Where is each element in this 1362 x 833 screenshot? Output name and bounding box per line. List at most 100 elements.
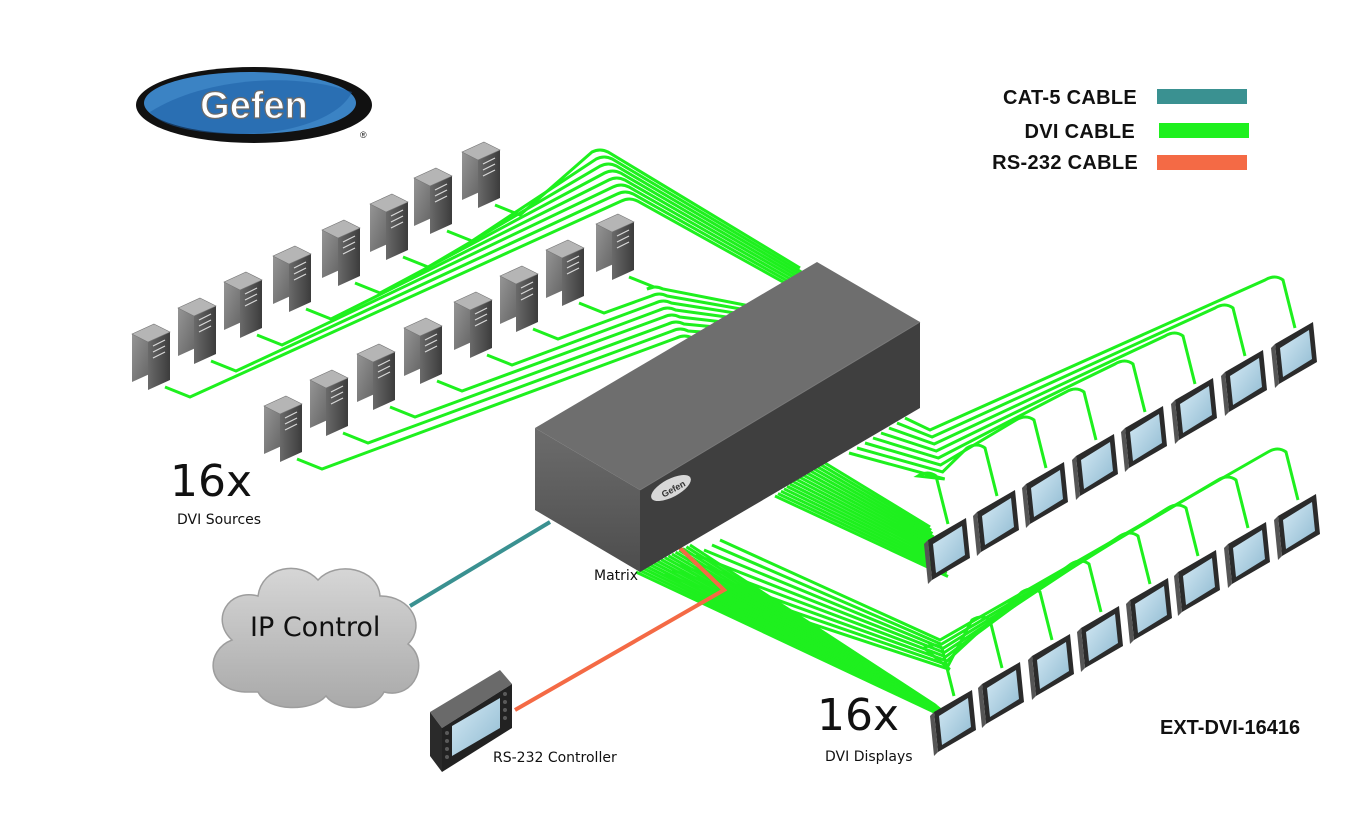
matrix-top <box>535 262 920 490</box>
dvi-cable <box>807 468 936 542</box>
dvi-cable <box>789 482 943 562</box>
dvi-cable <box>810 465 935 539</box>
dvi-cable <box>783 487 946 568</box>
dvi-cable <box>446 155 804 275</box>
dvi-display-monitor <box>1274 494 1320 560</box>
dvi-cable <box>342 327 777 445</box>
cat5-cable <box>408 520 552 608</box>
rs232-cable <box>514 546 728 712</box>
dvi-cable <box>864 415 1048 469</box>
dvi-cable <box>532 299 766 341</box>
matrix-front <box>535 428 640 572</box>
dvi-cable <box>719 447 1300 642</box>
dvi-cable <box>904 275 1297 432</box>
ip-control-label: IP Control <box>250 612 381 643</box>
matrix-side <box>640 322 920 572</box>
dvi-cable <box>628 275 761 310</box>
dvi-display-monitor <box>1072 434 1118 500</box>
dvi-display-monitor <box>1271 322 1317 388</box>
dvi-source-computer <box>321 219 361 286</box>
dvi-cable <box>780 489 947 572</box>
dvi-display-monitor <box>973 490 1019 556</box>
dvi-cable <box>848 451 950 525</box>
dvi-cable <box>687 558 1103 659</box>
dvi-source-computer <box>413 167 453 234</box>
sources-label: DVI Sources <box>177 512 262 528</box>
dvi-display-monitor <box>1077 606 1123 672</box>
dvi-cable <box>813 463 934 535</box>
dvi-cable <box>816 461 932 532</box>
dvi-display-monitor <box>1171 378 1217 444</box>
dvi-display-monitor <box>1224 522 1270 588</box>
dvi-cable <box>305 176 812 321</box>
matrix-switch[interactable]: Gefen <box>535 262 921 572</box>
dvi-source-computer <box>453 291 493 358</box>
dvi-cable <box>354 169 810 295</box>
dvi-source-computer <box>403 317 443 384</box>
dvi-cable <box>801 473 938 549</box>
dvi-cable <box>402 162 807 280</box>
dvi-display-cables <box>635 275 1300 725</box>
dvi-cable <box>436 313 772 393</box>
dvi-cable <box>795 477 941 555</box>
dvi-display-monitor <box>930 690 976 756</box>
registered-mark: ® <box>360 130 367 140</box>
displays-count: 16x <box>817 690 900 741</box>
dvi-cable <box>872 387 1098 460</box>
dvi-display-monitor <box>924 518 970 584</box>
dvi-cable <box>774 494 949 578</box>
dvi-cable <box>798 475 940 552</box>
dvi-source-computer <box>545 239 585 306</box>
dvi-cable <box>679 563 1054 663</box>
dvi-source-computer <box>131 323 171 390</box>
dvi-source-cables <box>164 148 821 471</box>
gefen-logo-text: Gefen <box>200 85 308 127</box>
dvi-source-computer <box>263 395 303 462</box>
controller-screen <box>452 698 500 756</box>
dvi-cable <box>695 531 1152 655</box>
dvi-cable <box>880 359 1147 453</box>
dvi-display-monitor <box>1022 462 1068 528</box>
rs232-controller[interactable] <box>430 670 512 772</box>
dvi-cable <box>819 458 931 529</box>
controller-label: RS-232 Controller <box>493 750 617 766</box>
dvi-cable <box>896 303 1247 439</box>
dvi-cable <box>663 573 956 697</box>
dvi-cable <box>792 480 942 559</box>
dvi-cable <box>486 306 769 367</box>
legend-label-cat5: CAT-5 CABLE <box>1002 87 1137 109</box>
dvi-source-computer <box>177 297 217 364</box>
dvi-cable <box>256 183 815 347</box>
dvi-display-monitor <box>978 662 1024 728</box>
model-number: EXT-DVI-16416 <box>1160 717 1301 739</box>
dvi-display-monitor <box>1174 550 1220 616</box>
dvi-cable <box>635 570 959 725</box>
dvi-cable <box>494 148 801 270</box>
dvi-source-computer <box>223 271 263 338</box>
legend-label-rs232: RS-232 CABLE <box>992 152 1138 174</box>
dvi-cable <box>804 470 937 545</box>
dvi-displays <box>924 322 1320 756</box>
dvi-display-monitor <box>1126 578 1172 644</box>
dvi-display-monitor <box>1028 634 1074 700</box>
legend-swatch-rs232 <box>1157 155 1247 170</box>
dvi-cable <box>164 197 821 399</box>
dvi-cable <box>856 443 999 497</box>
matrix-label: Matrix <box>594 568 639 584</box>
dvi-source-computer <box>369 193 409 260</box>
dvi-cable <box>786 485 944 565</box>
dvi-cable <box>210 190 818 373</box>
dvi-cable <box>711 475 1250 646</box>
legend-label-dvi: DVI CABLE <box>1024 121 1135 143</box>
dvi-cable <box>578 292 764 315</box>
dvi-cable <box>389 320 775 419</box>
dvi-source-computer <box>499 265 539 332</box>
legend-swatch-cat5 <box>1157 89 1247 104</box>
displays-label: DVI Displays <box>825 749 913 765</box>
gefen-logo: Gefen ® <box>136 67 372 143</box>
dvi-display-monitor <box>1121 406 1167 472</box>
dvi-source-computer <box>272 245 312 312</box>
dvi-cable <box>888 331 1197 446</box>
